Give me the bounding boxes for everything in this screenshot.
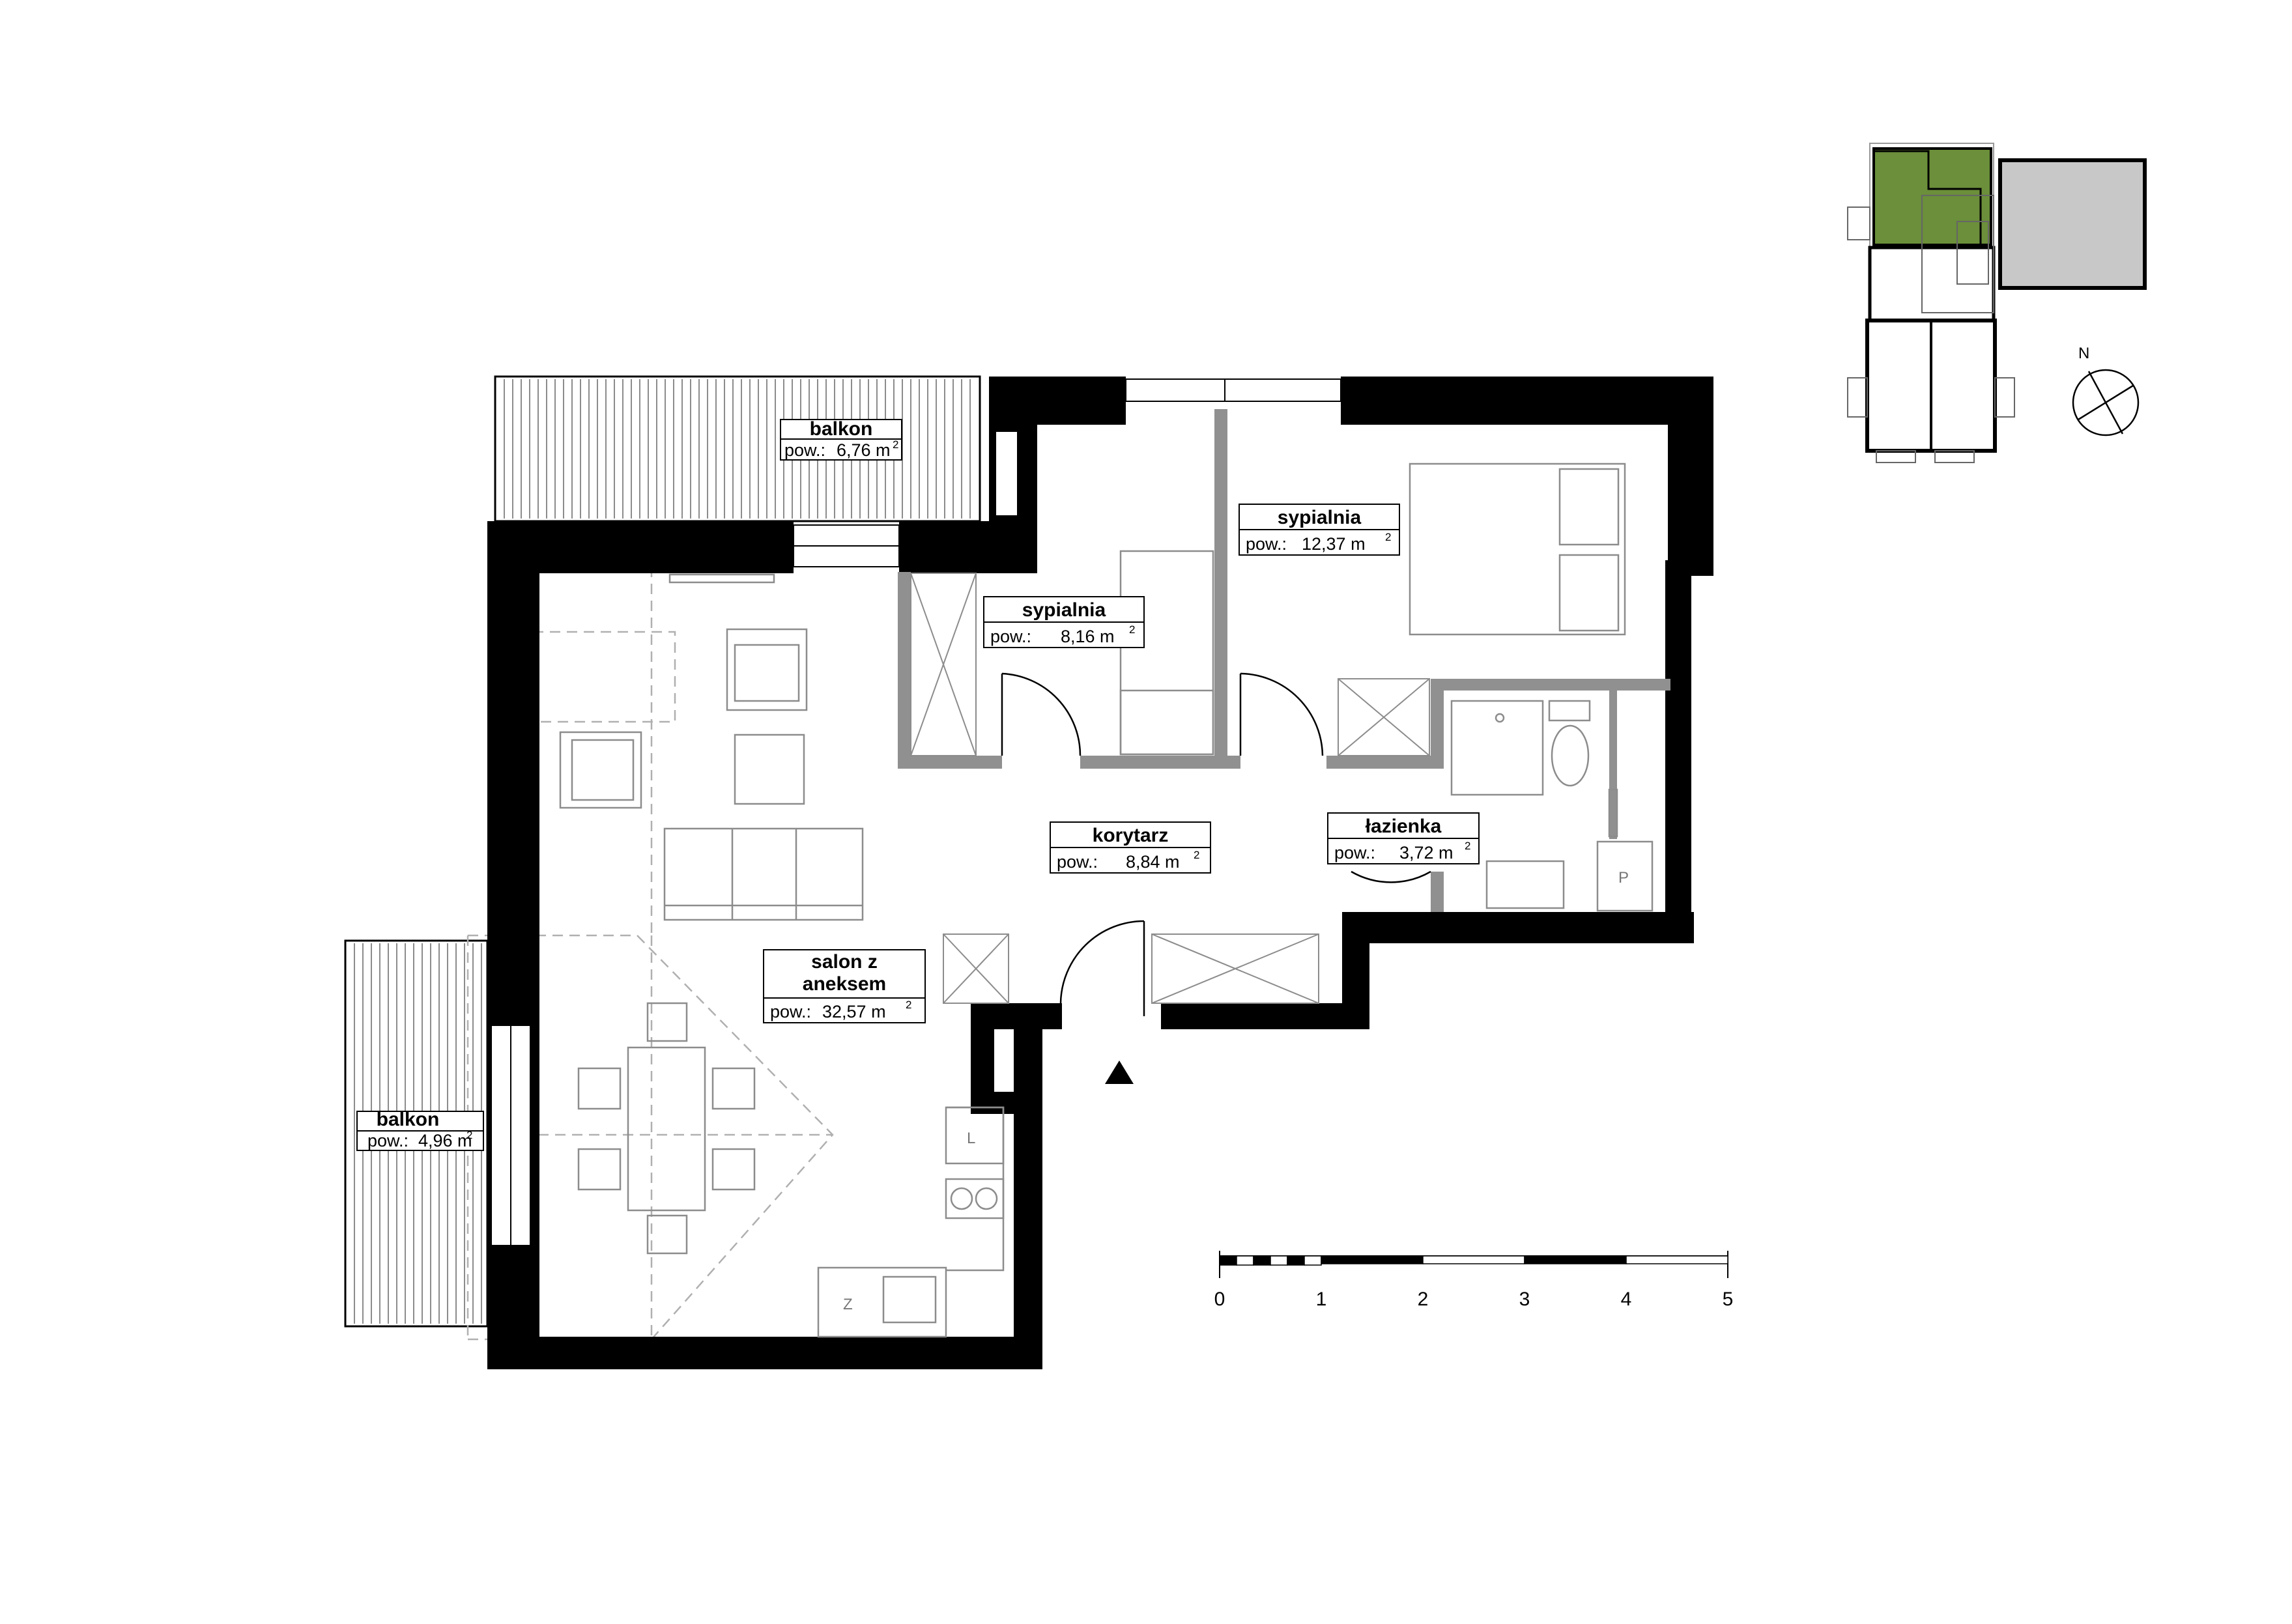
area-prefix: pow.:	[1246, 534, 1287, 554]
scale-subsegment	[1236, 1255, 1254, 1266]
room-label-balkon-left: balkon pow.: 4,96 m 2	[356, 1109, 484, 1151]
scale-segment	[1524, 1255, 1627, 1264]
scale-subsegment	[1304, 1255, 1322, 1266]
key-plan	[1847, 143, 2147, 463]
partitions	[898, 409, 1670, 912]
area-prefix: pow.:	[990, 627, 1031, 646]
fridge-label: L	[967, 1130, 975, 1147]
room-name: sypialnia	[1022, 599, 1106, 621]
sink-cabinet-label: Z	[843, 1296, 853, 1313]
area-unit-sup: 2	[1385, 531, 1391, 543]
room-name: korytarz	[1093, 825, 1169, 846]
scale-bar: 0 1 2 3 4 5	[1214, 1251, 1734, 1310]
room-label-sypialnia-small: sypialnia pow.: 8,16 m 2	[983, 596, 1145, 648]
room-label-balkon-top: balkon pow.: 6,76 m 2	[780, 418, 902, 461]
area-value: 8,84 m	[1126, 852, 1180, 872]
room-name: sypialnia	[1278, 507, 1362, 528]
key-plan-highlighted-unit	[1872, 147, 1992, 246]
scale-tick-label: 2	[1418, 1289, 1429, 1310]
scale-tick-label: 5	[1723, 1289, 1734, 1310]
furniture	[559, 463, 1654, 1338]
area-unit-sup: 2	[1194, 849, 1199, 861]
area-prefix: pow.:	[784, 440, 825, 460]
scale-tick-label: 1	[1316, 1289, 1327, 1310]
fixture-letters: L Z P	[843, 869, 1629, 1313]
scale-segment	[1422, 1255, 1525, 1264]
room-name: łazienka	[1366, 816, 1442, 837]
scale-subsegment	[1270, 1255, 1288, 1266]
scale-subsegment	[1253, 1255, 1271, 1266]
area-unit-sup: 2	[893, 438, 898, 451]
compass-north-label: N	[2078, 345, 2089, 362]
balcony-top	[494, 375, 981, 522]
area-value: 6,76 m	[837, 440, 891, 460]
scale-tick-label: 4	[1621, 1289, 1632, 1310]
area-value: 4,96 m	[418, 1131, 472, 1150]
scale-tick-label: 0	[1214, 1289, 1225, 1310]
room-label-salon: salon z aneksem pow.: 32,57 m 2	[763, 949, 926, 1023]
compass: N	[2072, 345, 2140, 436]
area-prefix: pow.:	[367, 1131, 408, 1150]
area-value: 32,57 m	[822, 1002, 886, 1021]
area-unit-sup: 2	[1465, 840, 1470, 852]
washer-label: P	[1618, 869, 1629, 887]
area-value: 12,37 m	[1302, 534, 1366, 554]
area-unit-sup: 2	[906, 999, 911, 1011]
scale-tick-label: 3	[1519, 1289, 1530, 1310]
area-prefix: pow.:	[1057, 852, 1098, 872]
scale-segment	[1626, 1255, 1728, 1264]
key-plan-neighbor-unit	[1998, 158, 2147, 290]
wardrobes	[910, 573, 1430, 1004]
room-label-lazienka: łazienka pow.: 3,72 m 2	[1327, 812, 1480, 864]
windows	[491, 378, 1341, 1246]
room-name-line2: aneksem	[803, 973, 886, 995]
area-value: 3,72 m	[1399, 843, 1454, 862]
room-name: balkon	[810, 418, 873, 440]
room-name: balkon	[377, 1109, 440, 1130]
scale-subsegment	[1219, 1255, 1237, 1266]
room-label-sypialnia-large: sypialnia pow.: 12,37 m 2	[1239, 504, 1400, 556]
area-unit-sup: 2	[1129, 623, 1135, 636]
area-prefix: pow.:	[1334, 843, 1375, 862]
room-label-korytarz: korytarz pow.: 8,84 m 2	[1050, 821, 1211, 874]
entrance-arrow-icon	[1105, 1061, 1134, 1084]
room-name-line1: salon z	[811, 951, 878, 973]
doors	[1001, 672, 1431, 1084]
scale-subsegment	[1287, 1255, 1305, 1266]
area-prefix: pow.:	[770, 1002, 811, 1021]
scale-segment	[1321, 1255, 1424, 1264]
area-unit-sup: 2	[466, 1129, 472, 1141]
area-value: 8,16 m	[1061, 627, 1115, 646]
